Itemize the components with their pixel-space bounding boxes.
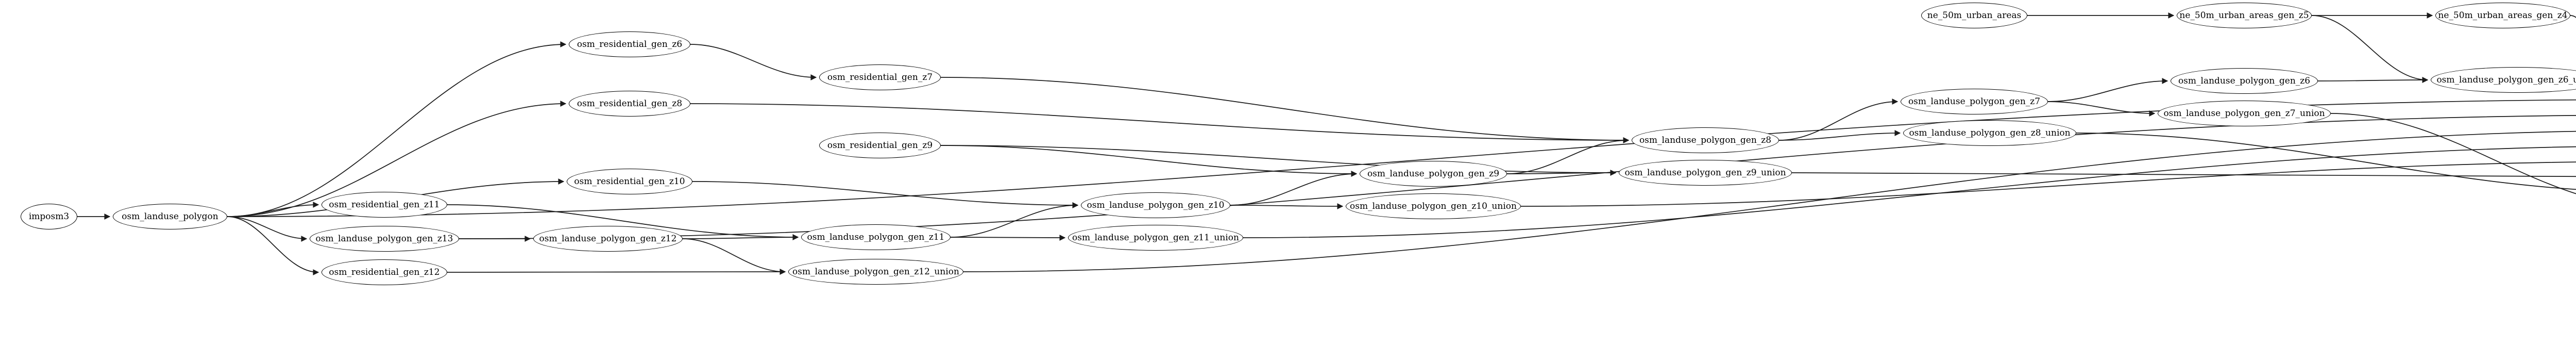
graph-node-osm-residential-gen-z10[interactable]: osm_residential_gen_z10 [567, 169, 692, 194]
graph-node-osm-residential-gen-z11[interactable]: osm_residential_gen_z11 [321, 192, 447, 218]
graph-node-osm-residential-gen-z6[interactable]: osm_residential_gen_z6 [569, 31, 690, 57]
graph-node-osm-landuse-polygon-gen-z9[interactable]: osm_landuse_polygon_gen_z9 [1360, 161, 1507, 187]
graph-edge [2311, 15, 2429, 83]
graph-edge [227, 216, 319, 275]
graph-edge [950, 202, 1079, 238]
node-label: osm_landuse_polygon_gen_z8_union [1909, 127, 2071, 138]
node-label: osm_landuse_polygon_gen_z10 [1087, 200, 1225, 210]
node-label: osm_residential_gen_z12 [329, 267, 440, 277]
graph-node-imposm3[interactable]: imposm3 [21, 204, 77, 229]
graph-edge [1243, 146, 2576, 238]
node-label: osm_landuse_polygon_gen_z12_union [792, 266, 959, 277]
graph-edge [2076, 133, 2576, 190]
graph-edge [940, 145, 1358, 177]
graph-edge [963, 130, 2576, 272]
graph-edge [940, 77, 1630, 143]
graph-node-osm-residential-gen-z9[interactable]: osm_residential_gen_z9 [819, 133, 941, 158]
graph-node-osm-landuse-polygon-gen-z9-union[interactable]: osm_landuse_polygon_gen_z9_union [1619, 160, 1792, 186]
node-label: osm_landuse_polygon_gen_z7_union [2163, 108, 2325, 119]
node-label: imposm3 [28, 211, 70, 222]
graph-edge [447, 204, 799, 240]
graph-edge [1506, 137, 1630, 174]
node-label: osm_landuse_polygon_gen_z9_union [1624, 167, 1786, 178]
graph-edge [690, 44, 817, 80]
graph-edge [2047, 101, 2156, 117]
graph-edge [690, 103, 1630, 143]
graph-edge [1520, 161, 2576, 207]
node-label: osm_landuse_polygon_gen_z10_union [1350, 201, 1517, 211]
graph-edge [227, 202, 319, 217]
graph-edge [692, 181, 1079, 208]
graph-edge [1230, 203, 1344, 209]
graph-node-osm-residential-gen-z12[interactable]: osm_residential_gen_z12 [321, 259, 447, 285]
graph-node-osm-landuse-polygon-gen-z11-union[interactable]: osm_landuse_polygon_gen_z11_union [1068, 225, 1243, 251]
graph-edge [227, 216, 308, 242]
graph-node-osm-landuse-polygon-gen-z6[interactable]: osm_landuse_polygon_gen_z6 [2171, 68, 2318, 94]
graph-edge [950, 235, 1066, 241]
graph-node-osm-landuse-polygon-gen-z11[interactable]: osm_landuse_polygon_gen_z11 [801, 224, 951, 250]
graph-node-osm-landuse-polygon-gen-z10[interactable]: osm_landuse_polygon_gen_z10 [1081, 192, 1230, 218]
graph-node-osm-landuse-polygon-gen-z8[interactable]: osm_landuse_polygon_gen_z8 [1632, 127, 1779, 153]
graph-edge [1230, 171, 1358, 206]
graph-node-osm-landuse-polygon-gen-z10-union[interactable]: osm_landuse_polygon_gen_z10_union [1346, 193, 1521, 219]
node-label: ne_50m_urban_areas [1927, 10, 2022, 21]
graph-node-osm-landuse-polygon-gen-z12-union[interactable]: osm_landuse_polygon_gen_z12_union [788, 259, 963, 285]
graph-node-osm-residential-gen-z8[interactable]: osm_residential_gen_z8 [569, 91, 690, 117]
node-label: ne_50m_urban_areas_gen_z4 [2438, 10, 2568, 21]
graph-edge [1506, 170, 1617, 176]
node-label: osm_residential_gen_z7 [827, 72, 933, 83]
node-label: osm_landuse_polygon [122, 211, 218, 222]
graph-edge [682, 238, 786, 275]
graph-edge [459, 115, 2576, 239]
graph-edge [2330, 113, 2576, 194]
graph-node-osm-landuse-polygon-gen-z7-union[interactable]: osm_landuse_polygon_gen_z7_union [2158, 101, 2331, 126]
graph-edge [1778, 98, 1899, 141]
graph-edge [682, 234, 799, 240]
graph-edge [2317, 77, 2429, 83]
node-label: osm_landuse_polygon_gen_z8 [1639, 135, 1772, 145]
node-label: osm_residential_gen_z6 [577, 39, 683, 50]
graph-edge [940, 145, 1617, 176]
node-label: osm_landuse_polygon_gen_z7 [1908, 96, 2041, 107]
graph-edge [1778, 130, 1901, 141]
graph-node-ne-50m-urban-areas[interactable]: ne_50m_urban_areas [1921, 3, 2027, 28]
node-label: ne_50m_urban_areas_gen_z5 [2179, 10, 2309, 21]
graph-node-ne-50m-urban-areas-gen-z5[interactable]: ne_50m_urban_areas_gen_z5 [2177, 3, 2312, 28]
graph-node-osm-landuse-polygon-gen-z13[interactable]: osm_landuse_polygon_gen_z13 [310, 226, 459, 252]
node-label: osm_landuse_polygon_gen_z12 [539, 233, 677, 244]
node-label: osm_landuse_polygon_gen_z9 [1367, 168, 1500, 179]
node-label: osm_residential_gen_z8 [577, 98, 683, 109]
graph-node-ne-50m-urban-areas-gen-z4[interactable]: ne_50m_urban_areas_gen_z4 [2435, 3, 2570, 28]
node-label: osm_landuse_polygon_gen_z13 [315, 233, 453, 244]
graph-edge [2047, 78, 2168, 102]
graph-edge [1791, 172, 2576, 177]
graph-node-osm-landuse-polygon-gen-z12[interactable]: osm_landuse_polygon_gen_z12 [533, 226, 683, 252]
graph-node-osm-landuse-polygon-gen-z6-union[interactable]: osm_landuse_polygon_gen_z6_union [2431, 67, 2576, 93]
graph-node-osm-landuse-polygon-gen-z8-union[interactable]: osm_landuse_polygon_gen_z8_union [1903, 120, 2076, 146]
node-label: osm_residential_gen_z11 [329, 199, 440, 210]
graph-node-osm-landuse-polygon[interactable]: osm_landuse_polygon [113, 204, 227, 229]
graph-edge [227, 101, 567, 217]
node-label: osm_landuse_polygon_gen_z11_union [1072, 232, 1239, 243]
node-label: osm_residential_gen_z10 [574, 176, 685, 187]
node-label: osm_landuse_polygon_gen_z6 [2178, 75, 2311, 86]
node-label: osm_landuse_polygon_gen_z6_union [2436, 74, 2576, 85]
node-label: osm_residential_gen_z9 [827, 140, 933, 151]
graph-node-osm-residential-gen-z7[interactable]: osm_residential_gen_z7 [819, 64, 941, 90]
graph-edge [227, 41, 567, 217]
node-label: osm_landuse_polygon_gen_z11 [807, 232, 945, 242]
graph-node-osm-landuse-polygon-gen-z7[interactable]: osm_landuse_polygon_gen_z7 [1901, 89, 2048, 114]
